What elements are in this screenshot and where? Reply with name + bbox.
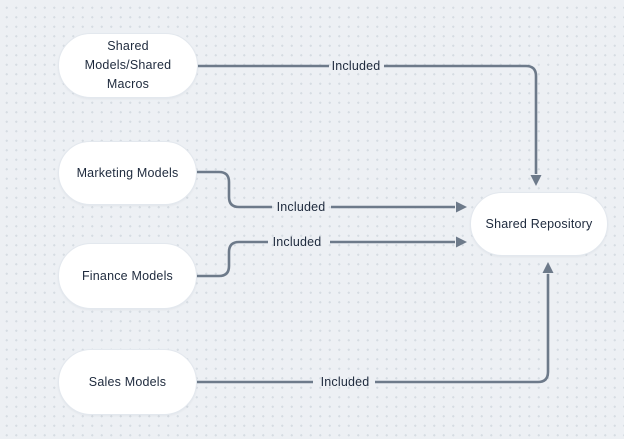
node-label: Shared Models/Shared Macros [85, 37, 172, 94]
node-label-line: Macros [106, 77, 150, 91]
edge-label-included: Included [276, 200, 326, 214]
edge-shared-models-to-repository [198, 64, 542, 186]
arrowhead-right-icon [456, 201, 467, 213]
node-shared-repository: Shared Repository [470, 192, 608, 256]
edge-sales-to-repository [197, 262, 554, 384]
arrowhead-up-icon [542, 262, 554, 273]
node-label-line: Models/Shared [84, 58, 172, 72]
node-label: Finance Models [81, 268, 174, 283]
arrowhead-down-icon [530, 175, 542, 186]
edge-label-included: Included [331, 59, 381, 73]
edge-label-included: Included [320, 375, 370, 389]
node-sales-models: Sales Models [58, 349, 197, 415]
edge-marketing-to-repository [197, 170, 467, 213]
edge-finance-to-repository [197, 236, 467, 278]
node-label: Shared Repository [485, 216, 593, 231]
edge-label-included: Included [272, 235, 322, 249]
node-shared-models-shared-macros: Shared Models/Shared Macros [58, 33, 198, 98]
node-marketing-models: Marketing Models [58, 141, 197, 205]
arrowhead-right-icon [456, 236, 467, 248]
node-label: Sales Models [88, 374, 167, 389]
node-finance-models: Finance Models [58, 243, 197, 309]
node-label-line: Shared [107, 39, 149, 53]
node-label: Marketing Models [76, 165, 179, 180]
